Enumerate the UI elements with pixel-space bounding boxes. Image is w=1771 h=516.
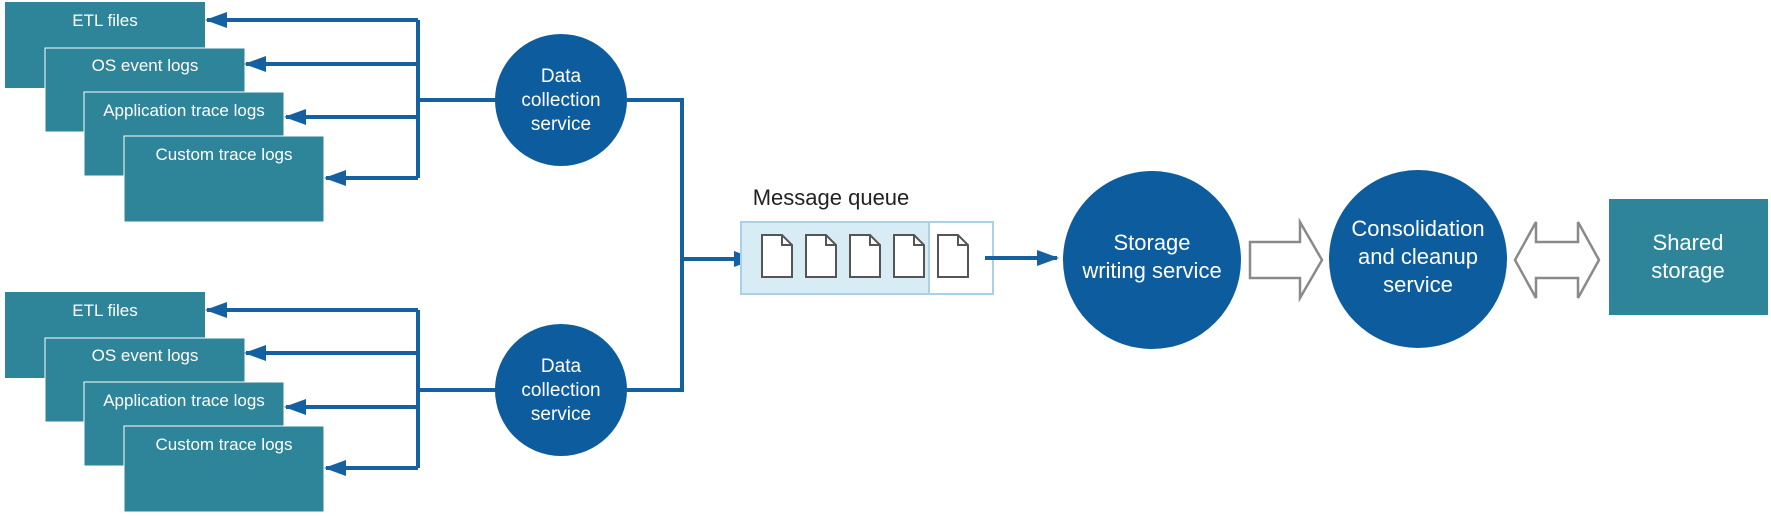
collector-line: collection (521, 380, 600, 401)
log-box-custom-trace-logs: Custom trace logs (123, 135, 325, 223)
log-label: ETL files (72, 11, 138, 30)
message-queue-label: Message queue (753, 185, 910, 210)
collector-line: Data (541, 66, 582, 87)
document-icon (937, 234, 969, 278)
log-label: OS event logs (92, 56, 199, 75)
storage-writing-service-circle: Storage writing service (1063, 171, 1241, 349)
collector-line: collection (521, 90, 600, 111)
log-label: Custom trace logs (156, 435, 293, 454)
document-icon (893, 234, 925, 278)
consolidation-line: and cleanup (1358, 244, 1478, 269)
collector-to-logs-connector (205, 302, 496, 476)
collector-to-logs-connector (205, 11, 496, 186)
document-icon (805, 234, 837, 278)
log-label: Application trace logs (103, 101, 265, 120)
consolidation-line: Consolidation (1351, 216, 1484, 241)
storage-writer-line: Storage (1113, 230, 1190, 255)
log-label: OS event logs (92, 346, 199, 365)
log-group-top: ETL files OS event logs Application trac… (5, 2, 627, 223)
log-label: Custom trace logs (156, 145, 293, 164)
log-group-bottom: ETL files OS event logs Application trac… (5, 292, 627, 513)
collector-line: service (531, 404, 591, 425)
hollow-double-arrow (1513, 221, 1601, 299)
collectors-to-queue-connector (627, 98, 756, 392)
shared-storage-line: Shared (1653, 230, 1724, 255)
consolidation-line: service (1383, 272, 1453, 297)
log-box-custom-trace-logs: Custom trace logs (123, 425, 325, 513)
log-label: Application trace logs (103, 391, 265, 410)
shared-storage-box: Shared storage (1609, 199, 1768, 315)
log-label: ETL files (72, 301, 138, 320)
storage-writer-line: writing service (1081, 258, 1221, 283)
consolidation-service-circle: Consolidation and cleanup service (1329, 170, 1507, 348)
data-collection-service-circle: Data collection service (495, 34, 627, 166)
hollow-arrow-right (1248, 217, 1324, 303)
shared-storage-line: storage (1651, 258, 1724, 283)
collector-line: Data (541, 356, 582, 377)
message-queue: Message queue (740, 185, 969, 295)
data-collection-service-circle: Data collection service (495, 324, 627, 456)
document-icon (849, 234, 881, 278)
document-icon (761, 234, 793, 278)
collector-line: service (531, 114, 591, 135)
